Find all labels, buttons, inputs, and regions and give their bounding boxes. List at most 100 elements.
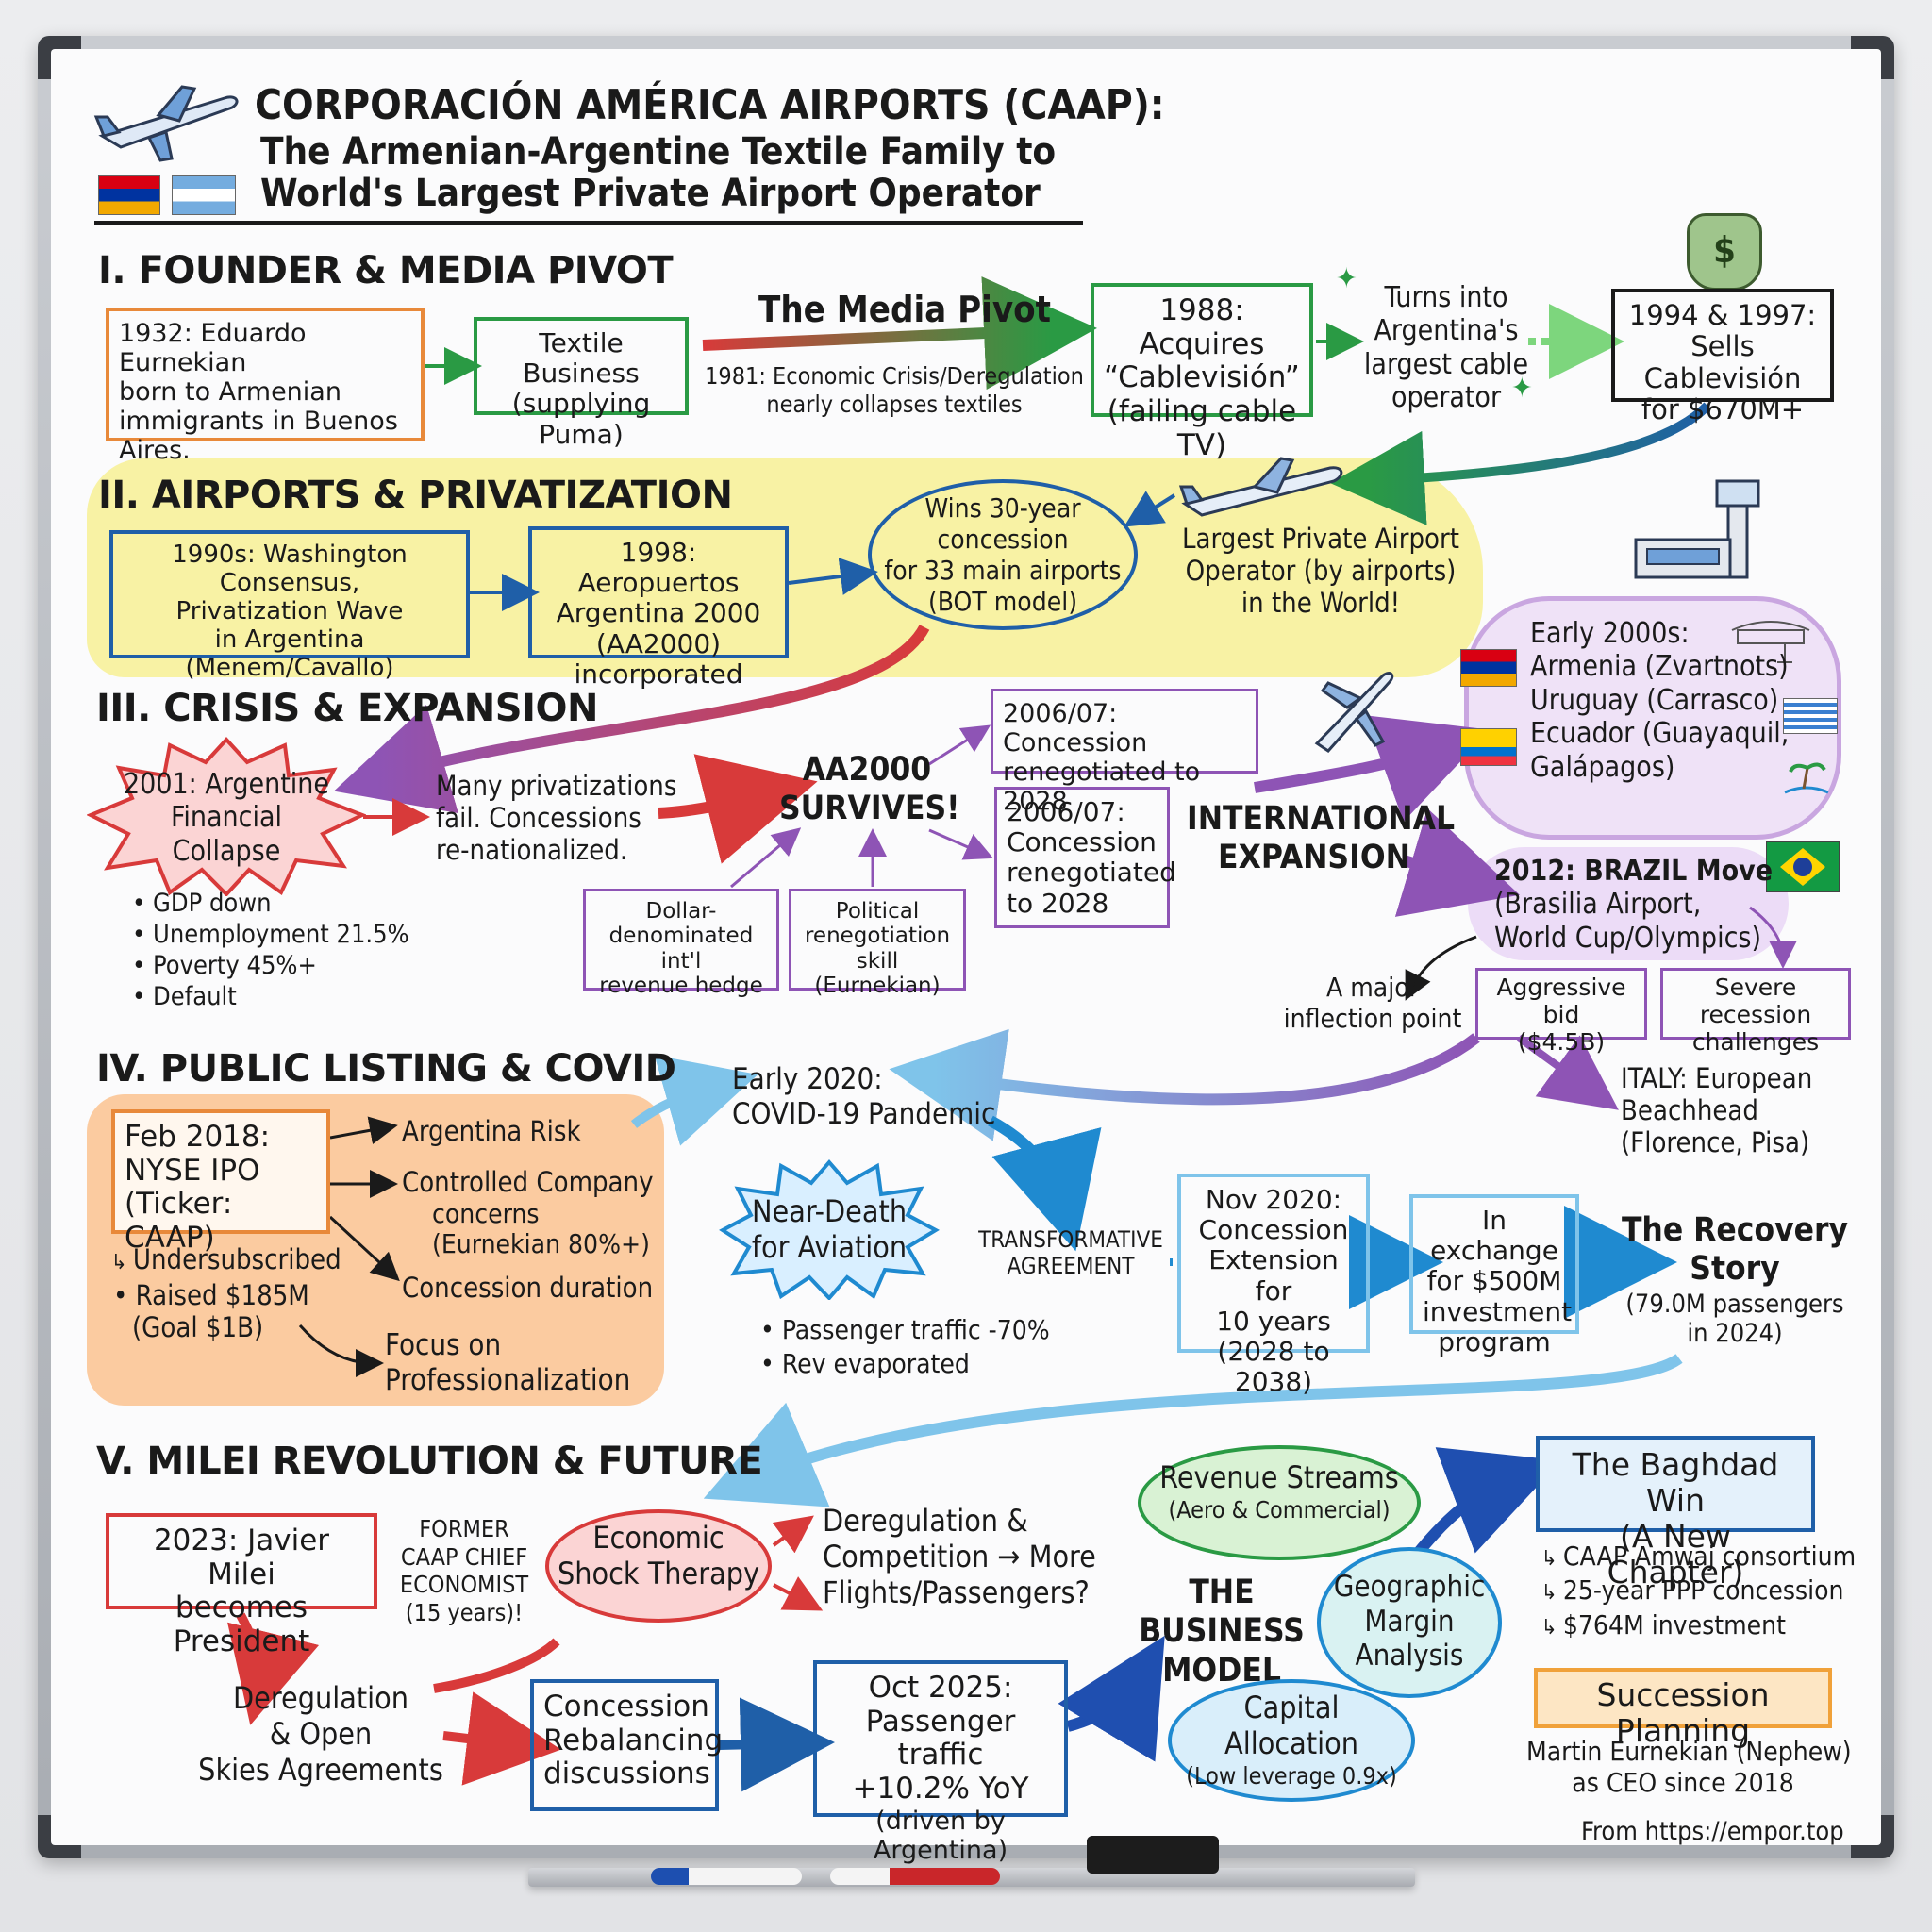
operator-line: Operator (by airports)	[1185, 555, 1457, 588]
extension-line: Nov 2020:	[1205, 1184, 1342, 1215]
political-line: renegotiation	[804, 924, 951, 949]
fail-line: re-nationalized.	[436, 834, 628, 867]
recovery-line: Story	[1690, 1250, 1780, 1289]
aa2000-line: Argentina 2000	[556, 597, 761, 629]
dereg-competition-text: Deregulation & Competition → More Flight…	[823, 1503, 1096, 1610]
extension-line: Extension for	[1208, 1244, 1339, 1307]
survives-line: SURVIVES!	[779, 790, 960, 828]
succession-line: as CEO since 2018	[1572, 1767, 1794, 1799]
early-line: Galápagos)	[1530, 750, 1675, 784]
hedge-line: revenue hedge	[599, 974, 763, 999]
early-line: Armenia (Zvartnots)	[1530, 650, 1789, 684]
privatizations-fail-text: Many privatizations fail. Concessions re…	[436, 770, 676, 867]
privatization-wave-box: 1990s: Washington Consensus, Privatizati…	[109, 530, 470, 681]
rebalancing-line: Rebalancing	[543, 1723, 724, 1757]
red-marker[interactable]	[830, 1868, 1000, 1885]
international-expansion-text: INTERNATIONAL EXPANSION	[1187, 800, 1456, 878]
recovery-line: (79.0M passengers	[1625, 1289, 1844, 1319]
near-death-line: Near-Death	[751, 1193, 908, 1229]
oct-line: Passenger traffic	[865, 1704, 1016, 1773]
crisis-line: nearly collapses textiles	[766, 390, 1023, 418]
capital-line: Capital	[1243, 1690, 1340, 1725]
uruguay-flag-icon	[1783, 698, 1838, 734]
crisis-1981-text: 1981: Economic Crisis/Deregulation nearl…	[696, 362, 1092, 418]
title-line2: The Armenian-Argentine Textile Family to	[260, 130, 1057, 174]
risk-concerns: concerns	[432, 1198, 540, 1229]
terminal-sketch-icon	[1728, 611, 1813, 664]
eraser[interactable]	[1087, 1836, 1219, 1874]
inflection-line: A major	[1326, 972, 1419, 1003]
shock-line: Shock Therapy	[557, 1555, 760, 1591]
succession-line: Martin Eurnekian (Nephew)	[1526, 1736, 1852, 1767]
baghdad-point: 25-year PPP concession	[1541, 1574, 1856, 1607]
renegotiated-box: 2006/07: Concession renegotiated to 2028	[994, 787, 1176, 928]
cablevision-box: 1988: Acquires “Cablevisión” (failing ca…	[1091, 283, 1313, 461]
concession-line: concession	[937, 524, 1069, 556]
ipo-line: Feb 2018:	[125, 1120, 271, 1154]
blue-marker[interactable]	[651, 1868, 802, 1885]
concession-line: (BOT model)	[927, 586, 1078, 618]
risk-duration: Concession duration	[402, 1272, 654, 1304]
island-icon	[1781, 755, 1832, 798]
baghdad-point: CAAP Amwaj consortium	[1541, 1540, 1856, 1574]
sale-line: 1994 & 1997:	[1628, 299, 1817, 331]
exchange-box: In exchange for $500M investment program	[1409, 1194, 1579, 1357]
exchange-line: In exchange	[1430, 1205, 1558, 1267]
exchange-line: program	[1438, 1325, 1551, 1357]
brazil-highlight	[1468, 847, 1789, 960]
intl-line: INTERNATIONAL	[1187, 800, 1456, 838]
brazil-line: 2012: BRAZIL Move	[1494, 855, 1774, 888]
political-line: skill (Eurnekian)	[814, 948, 941, 999]
early-2000s-text: Early 2000s: Armenia (Zvartnots) Uruguay…	[1530, 617, 1789, 784]
textile-line: (supplying Puma)	[511, 388, 651, 450]
near-death-text: Near-Death for Aviation	[732, 1193, 926, 1266]
largest-line: operator	[1391, 381, 1502, 415]
airplane-icon	[1178, 455, 1349, 521]
control-tower-icon	[1630, 468, 1772, 581]
extension-line: Concession	[1198, 1214, 1349, 1246]
brazil-text: 2012: BRAZIL Move (Brasilia Airport, Wor…	[1494, 855, 1773, 955]
aa2000-line: incorporated	[574, 658, 743, 690]
reneg-top-line: renegotiated to 2028	[1003, 758, 1201, 817]
wave-line: Privatization Wave	[175, 596, 404, 625]
revenue-bubble	[1138, 1445, 1421, 1560]
political-box: Political renegotiation skill (Eurnekian…	[789, 889, 966, 998]
rebalancing-line: discussions	[543, 1757, 710, 1791]
aa2000-survives-text: AA2000 SURVIVES!	[779, 751, 960, 829]
section1-heading: I. FOUNDER & MEDIA PIVOT	[98, 249, 674, 292]
open-skies-text: Deregulation & Open Skies Agreements	[189, 1680, 453, 1788]
undersubscribed-item: Undersubscribed	[111, 1243, 341, 1275]
early2000s-cloud	[1464, 596, 1841, 840]
brazil-flag-icon	[1766, 841, 1840, 892]
airplane-icon	[92, 79, 243, 164]
brazil-flag-circle	[1793, 858, 1812, 876]
italy-text: ITALY: European Beachhead (Florence, Pis…	[1621, 1062, 1812, 1159]
risk-argentina: Argentina Risk	[402, 1115, 581, 1147]
oct-line: +10.2% YoY	[852, 1771, 1029, 1806]
italy-line: ITALY: European	[1621, 1062, 1813, 1094]
aa2000-box: 1998: Aeropuertos Argentina 2000 (AA2000…	[528, 526, 789, 689]
concession-ellipse	[868, 479, 1138, 630]
covid-impacts: Passenger traffic -70% Rev evaporated	[760, 1313, 1050, 1382]
collapse-line: Financial	[171, 801, 282, 835]
section2-heading: II. AIRPORTS & PRIVATIZATION	[98, 474, 733, 517]
reneg-line: 2006/07:	[1007, 796, 1125, 827]
airplane-icon	[1304, 666, 1398, 757]
extension-line: (2028 to 2038)	[1217, 1335, 1330, 1398]
impact-item: GDP down	[132, 889, 409, 920]
fail-line: fail. Concessions	[436, 802, 641, 835]
inflection-line: inflection point	[1283, 1003, 1462, 1035]
concession-line: for 33 main airports	[884, 555, 1122, 587]
rebalancing-box: Concession Rebalancing discussions	[530, 1679, 724, 1811]
milei-line: becomes President	[173, 1591, 310, 1658]
media-pivot-label: The Media Pivot	[758, 289, 1051, 330]
extension-box: Nov 2020: Concession Extension for 10 ye…	[1177, 1174, 1370, 1397]
focus-line: Professionalization	[385, 1362, 631, 1397]
sale-box: 1994 & 1997: Sells Cablevisión for $670M…	[1611, 289, 1834, 425]
fail-line: Many privatizations	[436, 770, 677, 802]
section5-heading: V. MILEI REVOLUTION & FUTURE	[96, 1440, 763, 1483]
section3-heading: III. CRISIS & EXPANSION	[96, 687, 598, 730]
cable-line: 1988: Acquires	[1139, 293, 1265, 361]
business-line: BUSINESS	[1139, 1612, 1305, 1651]
capital-line: (Low leverage 0.9x)	[1186, 1761, 1397, 1790]
